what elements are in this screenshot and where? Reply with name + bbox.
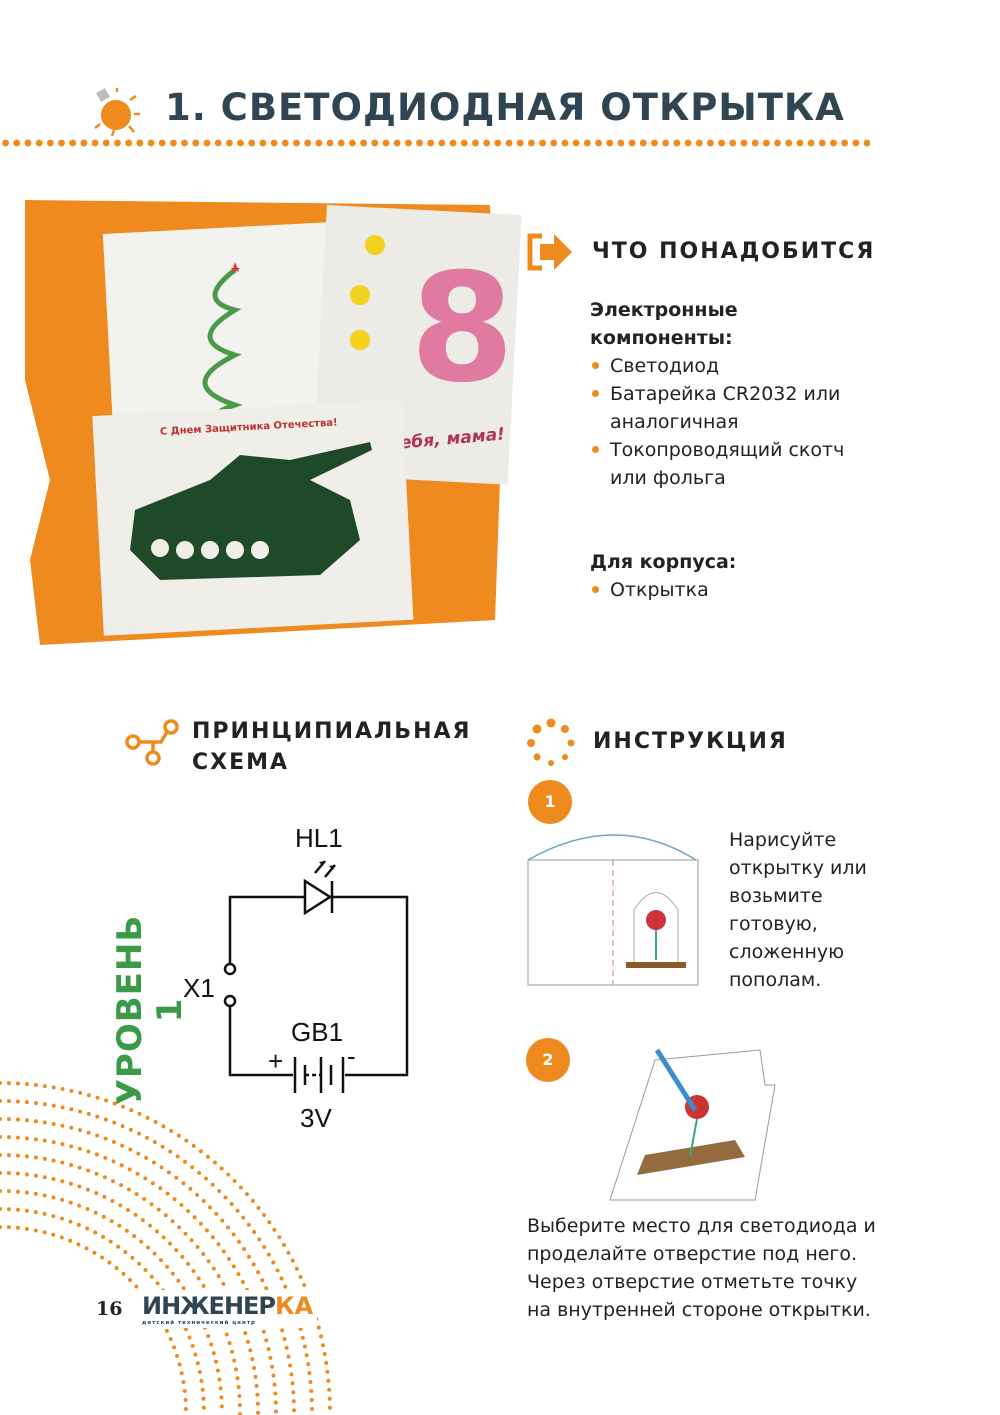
list-item: Открытка xyxy=(590,576,850,604)
list-item: Светодиод xyxy=(590,352,850,380)
instructions-heading: ИНСТРУКЦИЯ xyxy=(593,729,788,754)
step-2-text: Выберите место для светодиода и проделай… xyxy=(527,1215,876,1321)
connector-label: X1 xyxy=(183,973,215,1003)
connector-x1 xyxy=(223,962,237,976)
step-number: 2 xyxy=(526,1038,570,1082)
schematic-heading-line1: ПРИНЦИПИАЛЬНАЯ xyxy=(192,719,472,744)
title-divider xyxy=(0,138,870,148)
pierced-card-illustration xyxy=(609,1048,776,1201)
minus-sign: - xyxy=(347,1041,356,1071)
lightbulb-icon xyxy=(94,88,140,136)
circuit-diagram: HL1 X1 GB1 + - 3V xyxy=(183,823,409,1133)
page-title: 1. СВЕТОДИОДНАЯ ОТКРЫТКА xyxy=(165,86,845,129)
page-number: 16 xyxy=(96,1298,123,1320)
led-symbol xyxy=(303,878,333,916)
list-item: Токопроводящий скотч или фольга xyxy=(590,436,850,492)
schematic-heading: ПРИНЦИПИАЛЬНАЯ СХЕМА xyxy=(192,716,471,778)
schematic-heading-line2: СХЕМА xyxy=(192,750,290,775)
needs-section: Электронные компоненты: Светодиод Батаре… xyxy=(590,296,850,604)
electronics-list: Светодиод Батарейка CR2032 или аналогичн… xyxy=(590,352,850,492)
plus-sign: + xyxy=(268,1046,283,1076)
logo-sub: детский технический центр xyxy=(142,1320,256,1326)
decorative-dotted-arcs xyxy=(0,1081,333,1415)
list-item: Батарейка CR2032 или аналогичная xyxy=(590,380,850,436)
led-label: HL1 xyxy=(295,823,343,853)
voltage-label: 3V xyxy=(300,1103,332,1133)
arrow-right-icon xyxy=(527,233,572,271)
card2-number: 8 xyxy=(410,242,514,416)
step-1-text: Нарисуйте открытку или возьмите готовую,… xyxy=(729,829,867,991)
logo-accent: КА xyxy=(275,1292,314,1320)
needs-heading: ЧТО ПОНАДОБИТСЯ xyxy=(592,239,876,264)
body-list: Открытка xyxy=(590,576,850,604)
folded-card-illustration xyxy=(527,834,699,986)
cards-photo: 8 тебя, мама! С Днем Защитника Отечества… xyxy=(25,200,522,645)
schematic-icon xyxy=(125,719,179,766)
body-label: Для корпуса: xyxy=(590,551,737,573)
logo: ИНЖЕНЕРКА детский технический центр xyxy=(138,1290,318,1328)
dots-circle-icon xyxy=(527,718,575,766)
step-number: 1 xyxy=(528,780,572,824)
logo-main: ИНЖЕНЕР xyxy=(142,1292,276,1320)
battery-label: GB1 xyxy=(291,1017,343,1047)
electronics-label: Электронные компоненты: xyxy=(590,299,738,349)
